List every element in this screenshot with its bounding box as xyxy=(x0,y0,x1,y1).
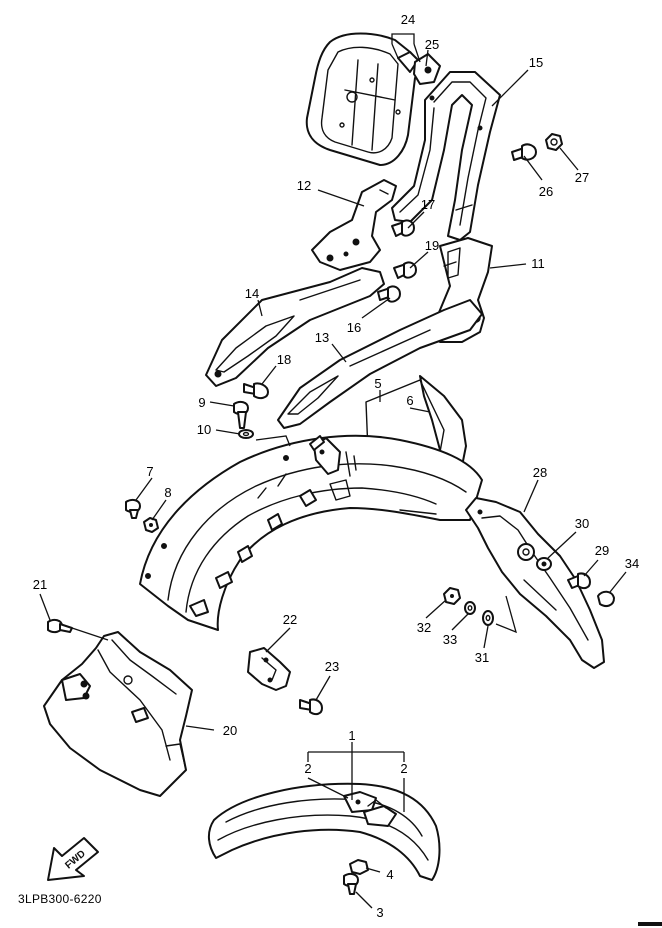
callout-27: 27 xyxy=(575,170,589,185)
callout-11: 11 xyxy=(531,256,545,271)
bolt-29[interactable] xyxy=(567,572,591,590)
callout-29: 29 xyxy=(595,543,609,558)
leader-lines xyxy=(39,33,627,909)
backrest-frame[interactable] xyxy=(391,71,501,241)
callout-5: 5 xyxy=(374,376,381,391)
nut-27[interactable] xyxy=(545,133,563,151)
corner-mark xyxy=(638,922,662,926)
cap-nut-34[interactable] xyxy=(597,590,615,607)
fwd-arrow-icon: FWD xyxy=(47,837,99,881)
callout-28: 28 xyxy=(533,465,547,480)
callout-16: 16 xyxy=(347,320,361,335)
callout-6: 6 xyxy=(406,393,413,408)
callout-32: 32 xyxy=(417,620,431,635)
bolt-16[interactable] xyxy=(377,285,401,303)
callout-24: 24 xyxy=(401,12,415,27)
rear-fender[interactable] xyxy=(139,434,483,631)
callout-19: 19 xyxy=(425,238,439,253)
callout-25: 25 xyxy=(425,37,439,52)
callout-4: 4 xyxy=(386,867,393,882)
light-bracket[interactable] xyxy=(247,647,291,691)
left-grab-rail[interactable] xyxy=(205,267,385,387)
callout-10: 10 xyxy=(197,422,211,437)
callout-26: 26 xyxy=(539,184,553,199)
inner-fender[interactable] xyxy=(43,631,193,797)
bolt-17[interactable] xyxy=(391,219,415,237)
callouts: 24 25 15 27 26 12 17 19 11 14 16 13 18 5… xyxy=(33,12,639,920)
callout-21: 21 xyxy=(33,577,47,592)
callout-9: 9 xyxy=(198,395,205,410)
callout-31: 31 xyxy=(475,650,489,665)
callout-23: 23 xyxy=(325,659,339,674)
backrest-pad[interactable] xyxy=(305,32,419,166)
callout-34: 34 xyxy=(625,556,639,571)
bolt-9[interactable] xyxy=(233,400,249,429)
nut-8[interactable] xyxy=(143,517,159,533)
front-fender[interactable] xyxy=(208,782,441,881)
nut-4[interactable] xyxy=(349,859,369,875)
washer-10[interactable] xyxy=(238,429,254,439)
callout-22: 22 xyxy=(283,612,297,627)
callout-2-left: 2 xyxy=(304,761,311,776)
nut-32[interactable] xyxy=(443,587,461,605)
callout-8: 8 xyxy=(164,485,171,500)
collar-30[interactable] xyxy=(536,557,552,571)
callout-7: 7 xyxy=(146,464,153,479)
callout-13: 13 xyxy=(315,330,329,345)
callout-20: 20 xyxy=(223,723,237,738)
callout-33: 33 xyxy=(443,632,457,647)
bolt-7[interactable] xyxy=(125,498,141,519)
bolt-18[interactable] xyxy=(243,382,269,400)
drawing-code: 3LPB300-6220 xyxy=(18,892,102,906)
callout-14: 14 xyxy=(245,286,259,301)
support-bracket[interactable] xyxy=(311,179,397,271)
right-grab-rail[interactable] xyxy=(277,299,483,429)
callout-3: 3 xyxy=(376,905,383,920)
bolt-19[interactable] xyxy=(393,261,417,279)
callout-1: 1 xyxy=(348,728,355,743)
bolt-21[interactable] xyxy=(47,618,73,634)
washer-31[interactable] xyxy=(482,610,494,626)
callout-17: 17 xyxy=(421,197,435,212)
callout-2-right: 2 xyxy=(400,761,407,776)
callout-18: 18 xyxy=(277,352,291,367)
fender-stay[interactable] xyxy=(465,497,605,669)
bolt-26[interactable] xyxy=(511,143,537,161)
callout-15: 15 xyxy=(529,55,543,70)
callout-30: 30 xyxy=(575,516,589,531)
callout-12: 12 xyxy=(297,178,311,193)
washer-33[interactable] xyxy=(464,601,476,615)
bolt-3[interactable] xyxy=(343,872,359,895)
bolt-23[interactable] xyxy=(299,698,323,716)
